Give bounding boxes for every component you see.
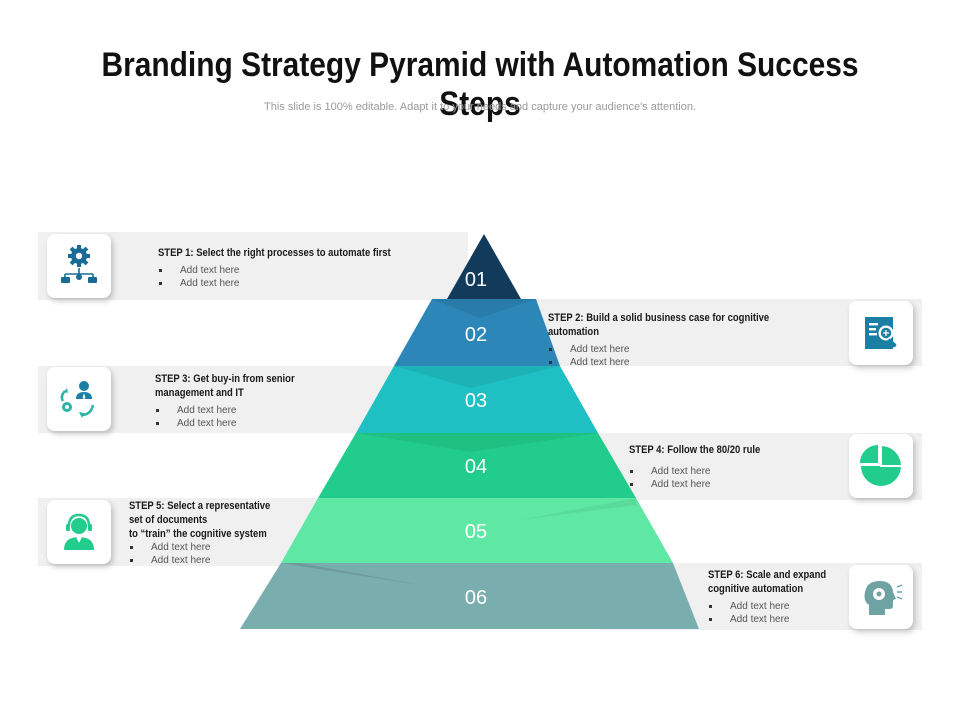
page-subtitle: This slide is 100% editable. Adapt it to…: [264, 101, 696, 113]
pyramid-number-2: 02: [464, 324, 488, 346]
pyramid-level-4: [318, 433, 636, 498]
step-3: STEP 3: Get buy-in from senior managemen…: [155, 372, 355, 430]
pyramid-number-4: 04: [464, 456, 488, 478]
pyramid-level-1: [447, 234, 521, 299]
pyramid-level-3: [356, 366, 598, 433]
pyramid-level-6: [240, 563, 699, 629]
fold-shade-5: [520, 498, 636, 520]
list-item: Add text here: [708, 613, 888, 626]
fold-shade-2: [432, 299, 536, 318]
step-2: STEP 2: Build a solid business case for …: [548, 311, 858, 369]
pyramid-level-5: [281, 498, 673, 563]
step-3-title: STEP 3: Get buy-in from senior managemen…: [155, 373, 295, 399]
step-1-title: STEP 1: Select the right processes to au…: [158, 247, 391, 259]
step-6: STEP 6: Scale and expand cognitive autom…: [708, 568, 888, 626]
step-4-list: Add text here Add text here: [629, 465, 829, 491]
pyramid-number-6: 06: [464, 587, 488, 609]
list-item: Add text here: [158, 277, 458, 290]
list-item: Add text here: [158, 264, 458, 277]
fold-shade-6: [281, 563, 420, 585]
pie-chart-icon: [849, 434, 913, 498]
page-title: Branding Strategy Pyramid with Automatio…: [101, 46, 859, 123]
pyramid-level-2: [394, 299, 560, 366]
pyramid-number-5: 05: [464, 521, 488, 543]
step-1: STEP 1: Select the right processes to au…: [158, 246, 458, 290]
list-item: Add text here: [629, 478, 829, 491]
step-4-title: STEP 4: Follow the 80/20 rule: [629, 444, 761, 456]
gear-flowchart-icon: [47, 234, 111, 298]
list-item: Add text here: [129, 554, 329, 567]
list-item: Add text here: [155, 417, 355, 430]
step-2-list: Add text here Add text here: [548, 343, 858, 369]
step-5-title: STEP 5: Select a representative set of d…: [129, 500, 271, 540]
list-item: Add text here: [129, 541, 329, 554]
head-gear-icon: [849, 565, 913, 629]
step-4: STEP 4: Follow the 80/20 rule Add text h…: [629, 443, 829, 491]
step-3-list: Add text here Add text here: [155, 404, 355, 430]
pyramid-number-1: 01: [464, 269, 488, 291]
list-item: Add text here: [708, 600, 888, 613]
support-agent-icon: [47, 500, 111, 564]
step-1-list: Add text here Add text here: [158, 264, 458, 290]
list-item: Add text here: [155, 404, 355, 417]
list-item: Add text here: [548, 343, 858, 356]
step-6-list: Add text here Add text here: [708, 600, 888, 626]
list-item: Add text here: [629, 465, 829, 478]
step-5-list: Add text here Add text here: [129, 541, 329, 567]
pyramid-number-3: 03: [464, 390, 488, 412]
list-item: Add text here: [548, 356, 858, 369]
fold-shade-3: [394, 366, 560, 388]
document-search-icon: [849, 301, 913, 365]
people-cycle-icon: [47, 367, 111, 431]
fold-shade-4: [356, 433, 598, 452]
step-5: STEP 5: Select a representative set of d…: [129, 499, 329, 567]
step-6-title: STEP 6: Scale and expand cognitive autom…: [708, 569, 827, 595]
step-2-title: STEP 2: Build a solid business case for …: [548, 312, 770, 338]
